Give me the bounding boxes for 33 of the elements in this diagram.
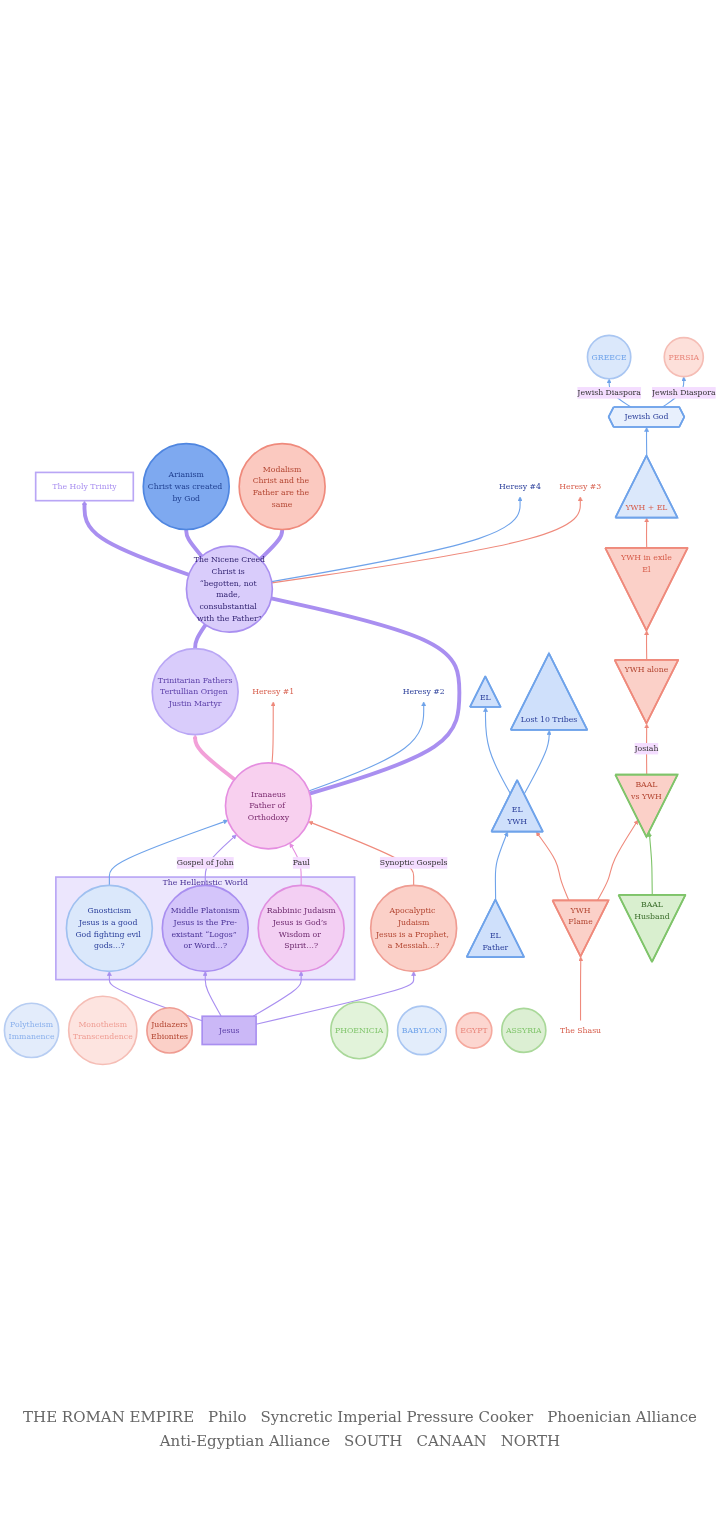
- annotation-text: NORTH: [500, 1432, 561, 1450]
- arrow: [483, 707, 512, 795]
- arrow: [202, 971, 222, 1017]
- arrow: [270, 701, 276, 764]
- arrow: [308, 701, 427, 792]
- annotation-text: SOUTH: [344, 1432, 403, 1450]
- arrow: [644, 723, 650, 776]
- arrow: [536, 831, 570, 902]
- annotation-text: THE ROMAN EMPIRE: [23, 1408, 195, 1426]
- arrow: [271, 496, 523, 583]
- connector: [193, 623, 208, 650]
- arrow: [644, 517, 650, 549]
- connector: [184, 529, 204, 558]
- arrow: [647, 832, 653, 896]
- connector: [258, 529, 285, 561]
- arrow: [578, 956, 584, 1021]
- annotation-text: CANAAN: [416, 1432, 487, 1450]
- annotation-text: Anti-Egyptian Alliance: [159, 1432, 331, 1450]
- arrow: [108, 819, 229, 886]
- annotation-text: Syncretic Imperial Pressure Cooker: [260, 1408, 534, 1426]
- arrow: [644, 427, 649, 457]
- annotation-text: Phoenician Alliance: [547, 1408, 697, 1426]
- arrow: [644, 630, 650, 661]
- arrow: [82, 500, 190, 577]
- arrow: [252, 971, 304, 1017]
- arrow: [494, 831, 509, 901]
- arrow: [523, 730, 552, 795]
- arrow: [596, 819, 639, 902]
- annotation-text: Philo: [208, 1408, 247, 1426]
- arrow: [289, 842, 302, 886]
- connector: [270, 596, 462, 796]
- arrow: [271, 496, 583, 584]
- arrow: [192, 734, 236, 781]
